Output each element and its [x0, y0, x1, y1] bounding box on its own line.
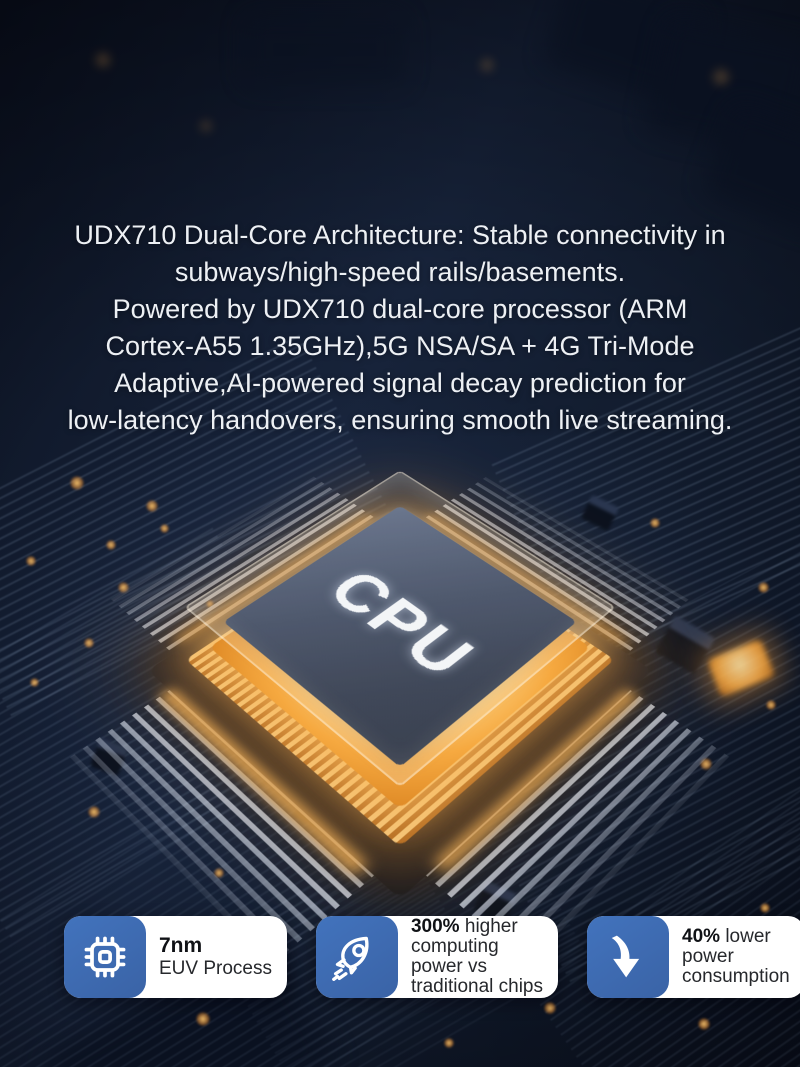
badge-text: 40% lower power consumption: [669, 916, 800, 998]
bokeh-dot: [480, 58, 494, 72]
badge-value-line: 300% higher: [411, 917, 543, 937]
glow-dot: [698, 1018, 710, 1030]
glow-dot: [444, 1038, 454, 1048]
glow-dot: [758, 582, 769, 593]
bokeh-dot: [200, 120, 212, 132]
glow-dot: [760, 903, 770, 913]
glow-dot: [70, 476, 84, 490]
description-line: subways/high-speed rails/basements.: [174, 257, 626, 287]
glow-dot: [766, 700, 776, 710]
description-line: UDX710 Dual-Core Architecture: Stable co…: [74, 220, 726, 250]
badge-text: 300% higher computing power vs tradition…: [398, 916, 558, 998]
badge-7nm-process: 7nm EUV Process: [64, 916, 287, 998]
description-line: Powered by UDX710 dual-core processor (A…: [112, 294, 688, 324]
title-line-2: Seamless Network Switching Engine: [53, 146, 747, 189]
description-line: low-latency handovers, ensuring smooth l…: [67, 405, 733, 435]
rocket-icon: [315, 916, 398, 998]
bokeh-dot: [712, 68, 730, 86]
badge-label-line: EUV Process: [159, 957, 272, 979]
glow-dot: [146, 500, 158, 512]
badge-computing-power: 300% higher computing power vs tradition…: [315, 916, 559, 998]
description-line: Adaptive,AI-powered signal decay predict…: [114, 368, 686, 398]
down-arrow-icon: [587, 916, 670, 998]
glow-dot: [196, 1012, 210, 1026]
badge-power-consumption: 40% lower power consumption: [587, 916, 800, 998]
badge-text: 7nm EUV Process: [146, 916, 287, 998]
glow-dot: [650, 518, 660, 528]
glow-dot: [544, 1002, 556, 1014]
chip-icon: [64, 916, 146, 998]
glow-dot: [30, 678, 39, 687]
badge-value-line: 40% lower: [682, 927, 790, 947]
glow-dot: [160, 524, 169, 533]
bokeh-dot: [95, 52, 111, 68]
cpu-chip-render: CPU: [0, 392, 800, 978]
page-title: Flagship 5G Chip Power Seamless Network …: [0, 96, 800, 192]
badge-word: higher: [464, 916, 518, 937]
glow-dot: [84, 638, 94, 648]
badge-value: 300%: [410, 916, 460, 937]
badge-label-line: power: [682, 946, 734, 967]
badge-value: 7nm: [159, 933, 203, 957]
glow-dot: [106, 540, 116, 550]
description-line: Cortex-A55 1.35GHz),5G NSA/SA + 4G Tri-M…: [105, 331, 695, 361]
badge-value-line: 7nm: [159, 933, 272, 958]
glow-dot: [26, 556, 36, 566]
blurred-component: [245, 15, 405, 85]
badge-value: 40%: [682, 926, 721, 947]
badge-label-line: computing: [410, 936, 499, 957]
badge-label-line: consumption: [682, 966, 790, 987]
badge-word: lower: [725, 926, 771, 947]
description-paragraph: UDX710 Dual-Core Architecture: Stable co…: [0, 217, 800, 439]
title-line-1: Flagship 5G Chip Power: [171, 98, 629, 141]
badge-label-line: traditional chips: [410, 976, 544, 997]
badge-label-line: power vs: [410, 956, 488, 977]
feature-badges-row: 7nm EUV Process 300% higher computing po…: [64, 916, 800, 998]
